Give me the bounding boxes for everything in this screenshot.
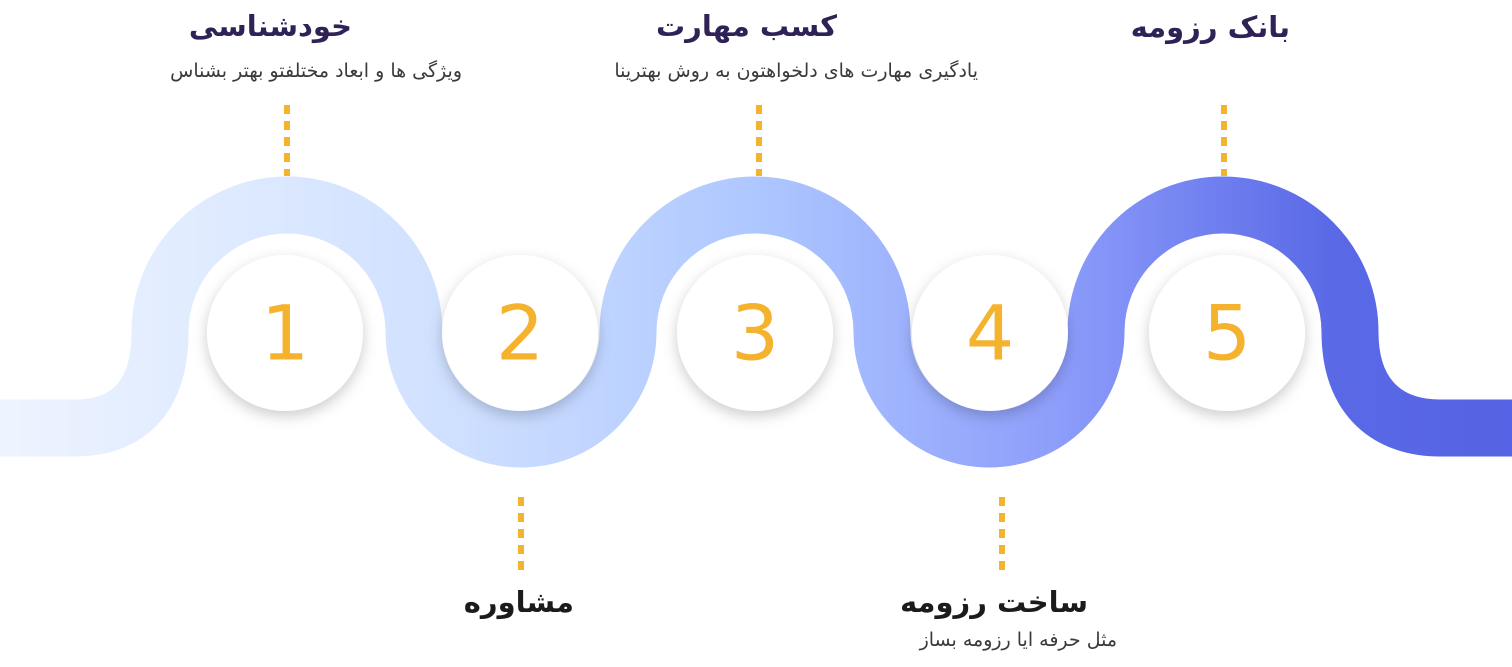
- step-3-number: 3: [731, 289, 779, 378]
- step-2-node: 2: [442, 255, 598, 411]
- step-4-number: 4: [966, 289, 1014, 378]
- timeline-ribbon: [0, 176, 1512, 468]
- step-3-description: یادگیری مهارت های دلخواهتون به روش بهتری…: [614, 60, 978, 82]
- step-5-node: 5: [1149, 255, 1305, 411]
- step-4-node: 4: [912, 255, 1068, 411]
- step-1-description: ویژگی ها و ابعاد مختلفتو بهتر بشناس: [170, 60, 462, 82]
- step-4-description: مثل حرفه ایا رزومه بساز: [919, 629, 1117, 651]
- step-4-title: ساخت رزومه: [899, 585, 1088, 619]
- step-3-title: کسب مهارت: [656, 9, 837, 43]
- step-5-title: بانک رزومه: [1130, 10, 1290, 44]
- step-1-number: 1: [261, 289, 309, 378]
- step-2-title: مشاوره: [463, 585, 574, 619]
- step-3-node: 3: [677, 255, 833, 411]
- step-5-number: 5: [1203, 289, 1251, 378]
- step-1-node: 1: [207, 255, 363, 411]
- step-1-title: خودشناسی: [188, 9, 352, 43]
- step-2-number: 2: [496, 289, 544, 378]
